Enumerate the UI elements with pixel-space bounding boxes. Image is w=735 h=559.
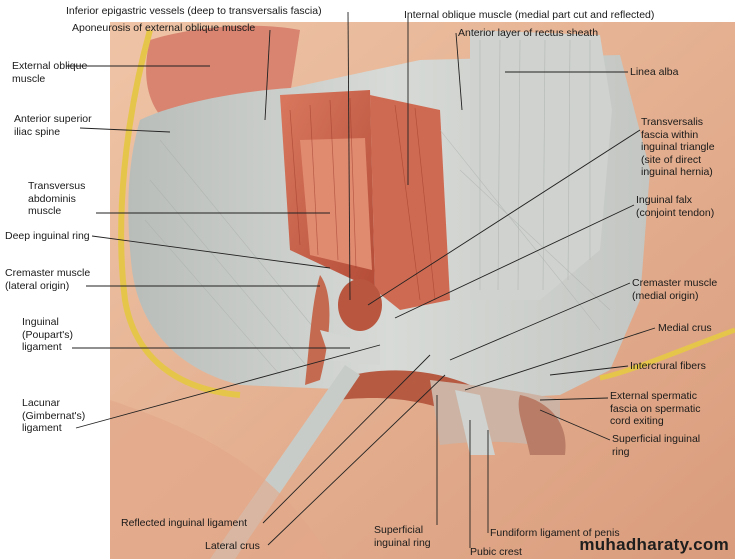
label-external-oblique: External oblique muscle <box>12 60 88 85</box>
label-pubic-crest: Pubic crest <box>470 546 522 558</box>
transversus-abdominis-muscle <box>300 138 372 270</box>
label-transversus-abdominis: Transversus abdominis muscle <box>28 180 86 217</box>
label-anterior-rectus-sheath: Anterior layer of rectus sheath <box>458 27 599 39</box>
subcutaneous-edge-right <box>599 327 735 381</box>
inguinal-ligament-upper <box>320 330 380 365</box>
label-internal-oblique: Internal oblique muscle (medial part cut… <box>404 9 655 21</box>
subcutaneous-edge-left <box>118 29 241 398</box>
label-cremaster-medial: Cremaster muscle (medial origin) <box>632 277 718 302</box>
cremaster-lateral <box>305 275 330 385</box>
label-lacunar-ligament: Lacunar (Gimbernat's) ligament <box>22 397 86 434</box>
superficial-ring-opening <box>455 390 495 455</box>
label-inguinal-falx: Inguinal falx (conjoint tendon) <box>636 194 715 219</box>
label-inguinal-ligament: Inguinal (Poupart's) ligament <box>22 316 74 353</box>
label-superficial-inguinal-ring-bottom: Superficial inguinal ring <box>374 524 431 549</box>
thigh-shading <box>110 400 330 559</box>
label-intercrural-fibers: Intercrural fibers <box>630 360 706 372</box>
leader-lines <box>66 11 656 548</box>
label-medial-crus: Medial crus <box>658 322 712 334</box>
label-cremaster-lateral: Cremaster muscle (lateral origin) <box>5 267 91 292</box>
watermark: muhadharaty.com <box>579 535 729 554</box>
label-deep-inguinal-ring: Deep inguinal ring <box>5 230 90 242</box>
external-spermatic-fascia <box>518 395 566 455</box>
label-lateral-crus: Lateral crus <box>205 540 260 552</box>
external-oblique-muscle <box>146 25 300 125</box>
internal-oblique-medial <box>370 95 450 310</box>
white-margin-left <box>0 0 110 559</box>
label-reflected-inguinal-ligament: Reflected inguinal ligament <box>121 517 248 529</box>
label-anterior-superior-iliac-spine: Anterior superior iliac spine <box>14 113 92 138</box>
deep-inguinal-ring <box>338 279 382 331</box>
label-transversalis-fascia: Transversalis fascia within inguinal tri… <box>641 116 715 178</box>
label-aponeurosis-external-oblique: Aponeurosis of external oblique muscle <box>72 22 256 34</box>
label-linea-alba: Linea alba <box>630 66 679 78</box>
label-external-spermatic-fascia: External spermatic fascia on spermatic c… <box>610 390 701 427</box>
label-fundiform-ligament: Fundiform ligament of penis <box>490 527 620 539</box>
label-inferior-epigastric: Inferior epigastric vessels (deep to tra… <box>66 5 322 17</box>
label-superficial-inguinal-ring-right: Superficial inguinal ring <box>612 433 701 458</box>
